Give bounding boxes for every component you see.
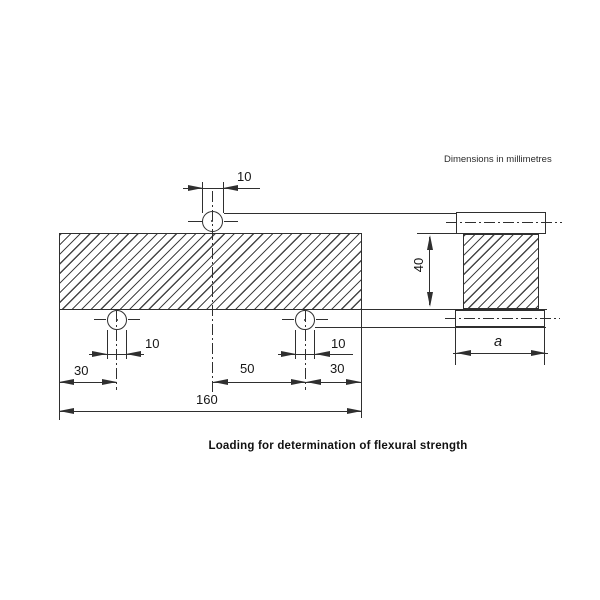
load-roller-top	[202, 211, 223, 232]
dim-label-left-roller-10: 10	[145, 336, 160, 351]
dim-label-top-roller-10: 10	[237, 169, 252, 184]
projection-line-top	[224, 213, 457, 215]
projection-line-lower	[315, 327, 546, 329]
load-roller-top-tick-left	[188, 221, 202, 223]
dim-line-top-10	[183, 188, 260, 190]
load-roller-top-tick-right	[224, 221, 238, 223]
load-roller-top-center-mark	[211, 220, 214, 223]
extension-line-a-right	[544, 327, 546, 365]
dim-arrow	[531, 350, 546, 356]
support-roller-right-tick-left	[282, 319, 294, 321]
extension-line	[107, 330, 109, 359]
dim-line-30-right	[306, 382, 361, 384]
dim-arrow	[59, 379, 74, 385]
centerline-beam	[212, 191, 214, 392]
dim-arrow	[427, 235, 433, 250]
units-note: Dimensions in millimetres	[444, 154, 552, 165]
dim-label-30-right: 30	[330, 361, 345, 376]
beam-specimen-side-view	[59, 233, 362, 310]
dim-label-a: a	[494, 334, 503, 350]
dim-label-160: 160	[196, 392, 218, 407]
dim-arrow	[213, 379, 228, 385]
dim-line-a	[453, 353, 548, 355]
dim-arrow	[223, 185, 238, 191]
dim-line-30-left	[59, 382, 117, 384]
extension-line	[223, 182, 225, 213]
centerline-right-support	[305, 311, 307, 390]
projection-line-beam-bottom	[361, 309, 547, 311]
dim-arrow	[291, 379, 306, 385]
dim-arrow	[456, 350, 471, 356]
centerline-top-plate	[446, 222, 562, 224]
dim-arrow	[102, 379, 117, 385]
dim-line-50	[213, 382, 306, 384]
centerline-bottom-plate	[445, 318, 560, 320]
extension-line	[295, 330, 297, 359]
dim-arrow	[315, 351, 330, 357]
dim-arrow	[59, 408, 74, 414]
support-roller-right-tick-right	[316, 319, 328, 321]
extension-line	[314, 330, 316, 359]
support-roller-left-center-mark	[116, 319, 119, 322]
dim-arrow	[188, 185, 203, 191]
dim-label-40: 40	[411, 257, 426, 273]
support-roller-left-tick-right	[128, 319, 140, 321]
dim-label-right-roller-10: 10	[331, 336, 346, 351]
dim-arrow	[347, 408, 362, 414]
figure-caption: Loading for determination of flexural st…	[208, 440, 468, 452]
centerline-left-support	[116, 311, 118, 390]
dim-line-left-10	[89, 354, 144, 356]
extension-line-beam-right	[361, 310, 363, 418]
dim-line-160	[59, 411, 362, 413]
dim-label-30-left: 30	[74, 363, 89, 378]
extension-line	[126, 330, 128, 359]
dim-label-50: 50	[240, 361, 255, 376]
dim-line-40	[429, 237, 431, 305]
dim-arrow	[427, 292, 433, 307]
dim-arrow	[92, 351, 107, 357]
dim-arrow	[346, 379, 361, 385]
extension-line	[202, 182, 204, 213]
support-roller-left-tick-left	[94, 319, 106, 321]
dim-arrow	[281, 351, 296, 357]
dim-arrow	[126, 351, 141, 357]
extension-line-40-top	[417, 233, 457, 235]
extension-line-a-left	[455, 327, 457, 365]
dim-arrow	[306, 379, 321, 385]
end-view-specimen-section	[463, 234, 539, 309]
extension-line-beam-left	[59, 310, 61, 420]
